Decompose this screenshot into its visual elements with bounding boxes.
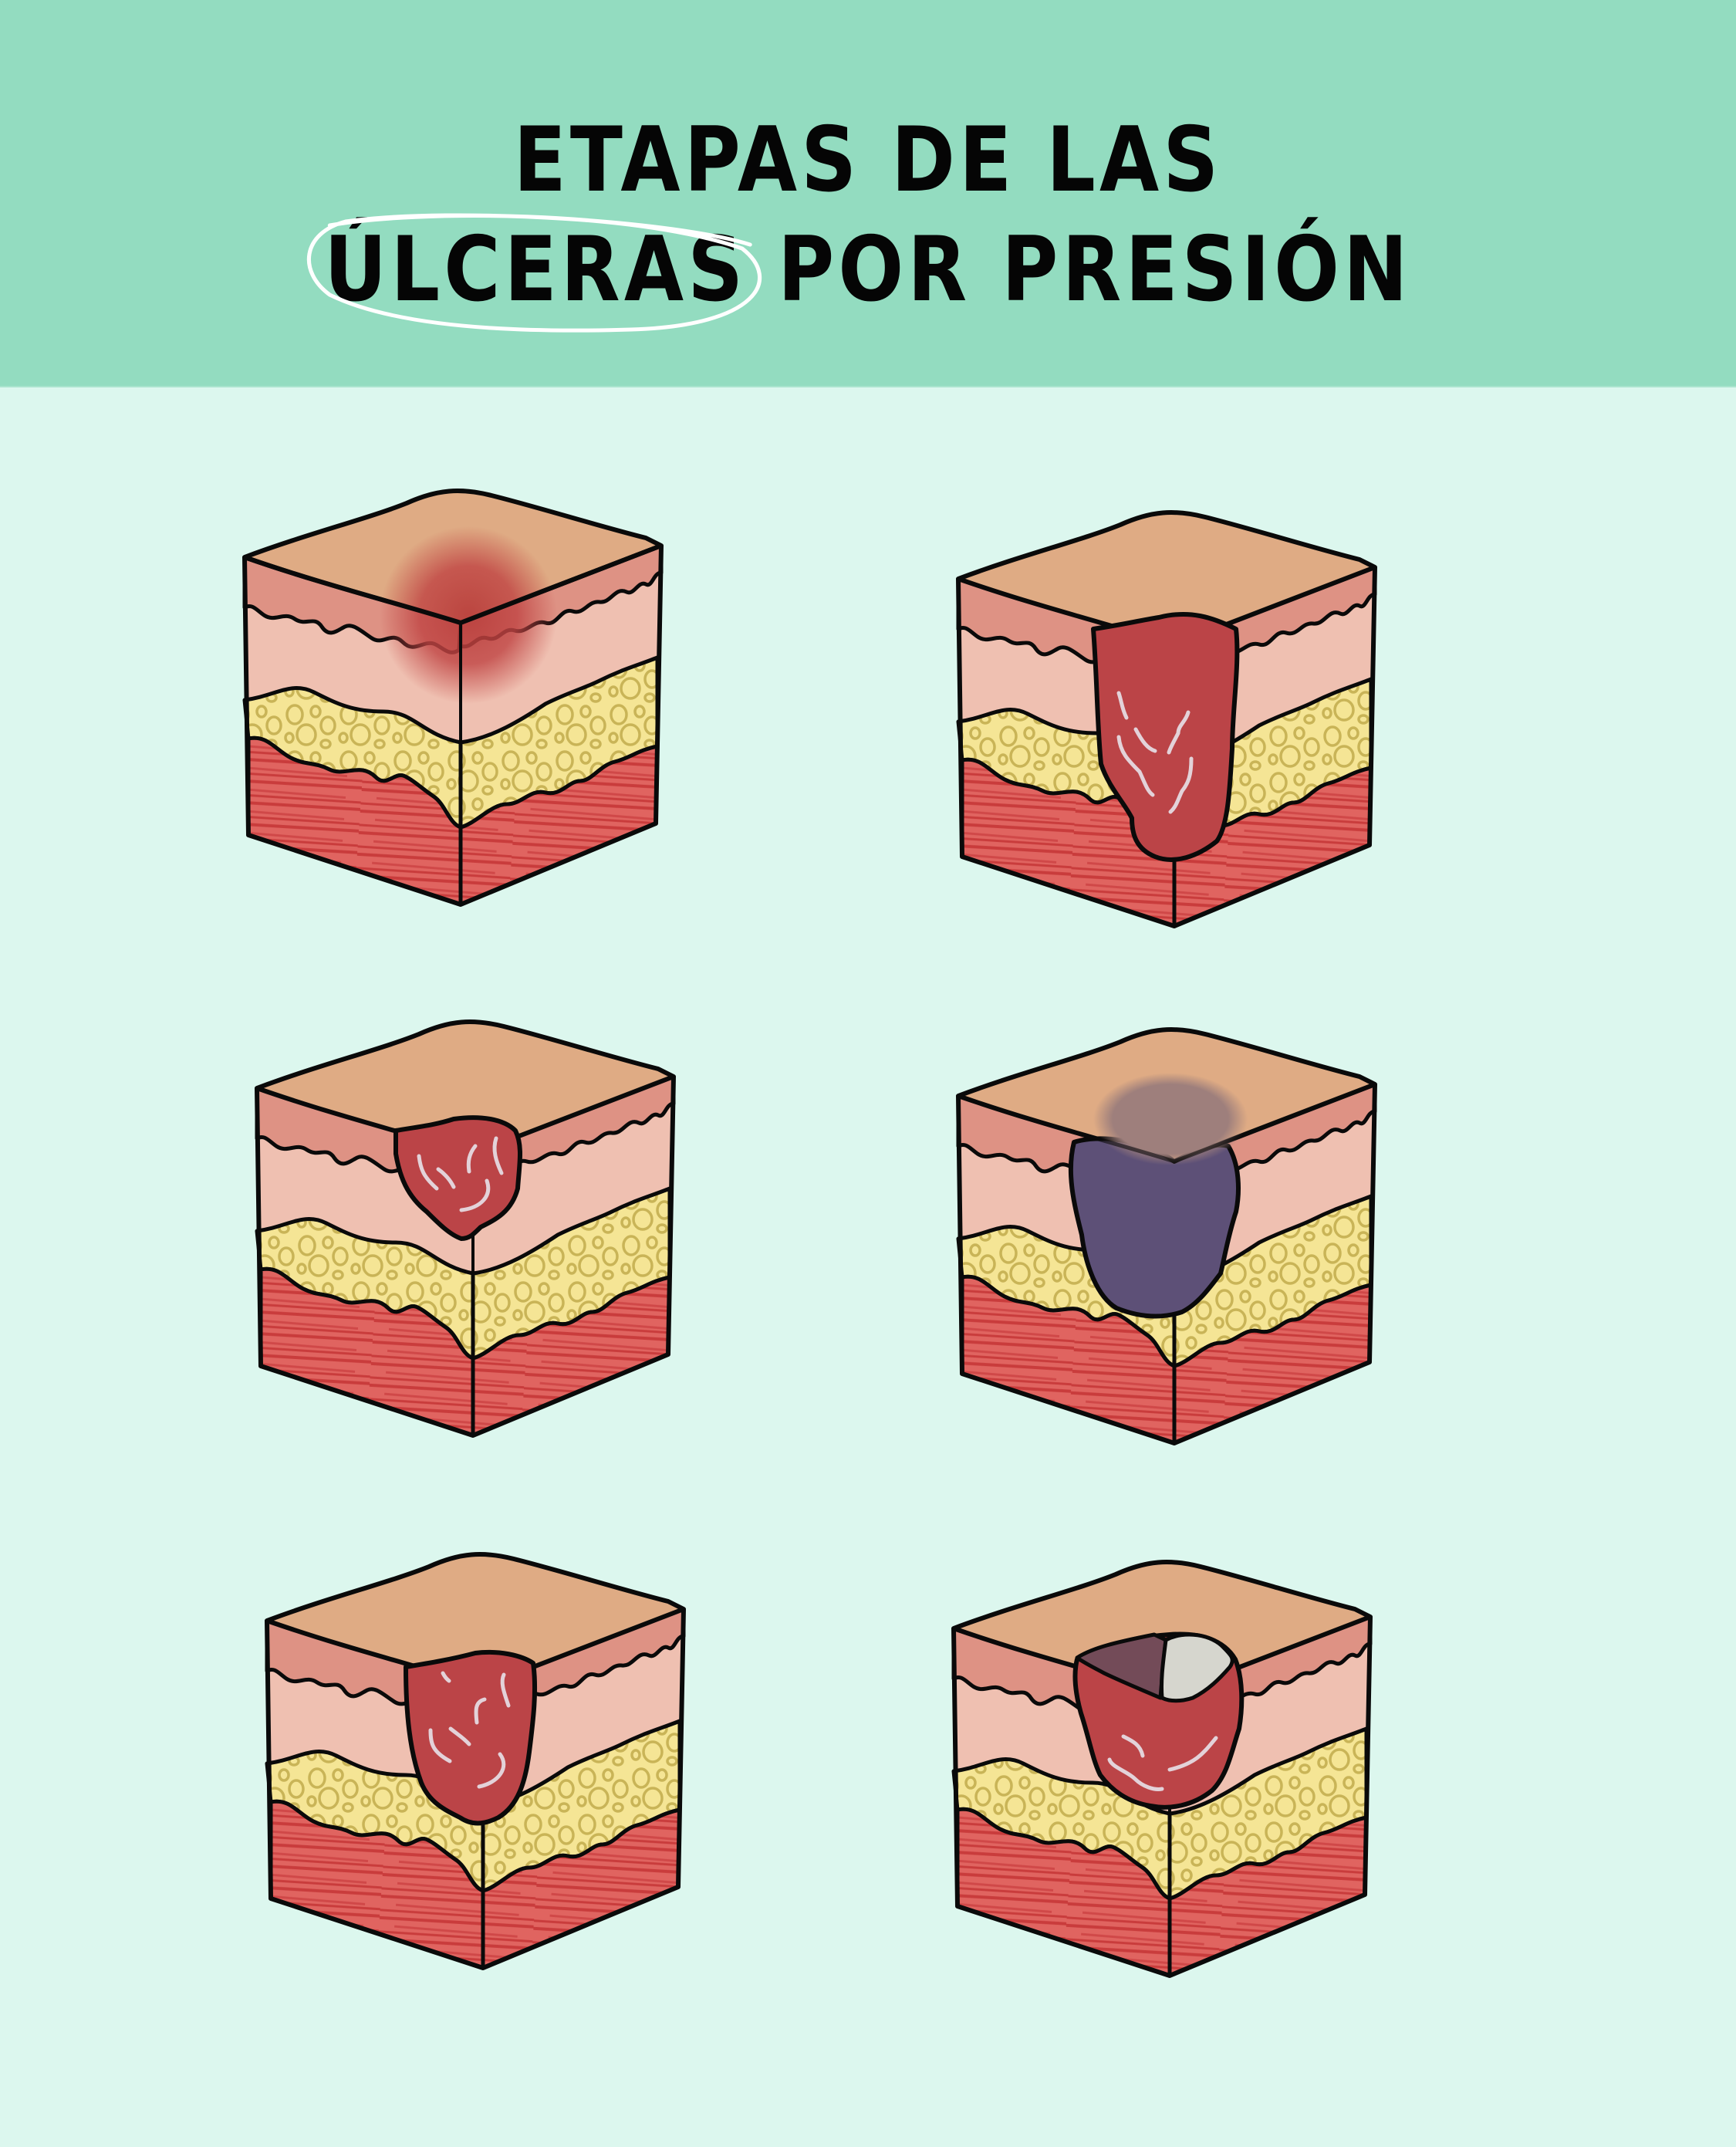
title-words-por-presion: POR PRESIÓN [747, 218, 1412, 322]
page-title-line-2: ÚLCERAS POR PRESIÓN [122, 213, 1615, 333]
stage-2-partial-thickness-cube [241, 1003, 674, 1451]
hand-drawn-circle-icon [306, 213, 762, 333]
unstageable-cube [938, 1543, 1370, 1991]
title-word-ulceras: ÚLCERAS [324, 218, 748, 322]
page-title-line-1: ETAPAS DE LAS [513, 108, 1223, 212]
deep-tissue-injury-cube [943, 1011, 1375, 1459]
stage-1-erythema-cube [229, 472, 661, 920]
title-banner: ETAPAS DE LAS ÚLCERAS POR PRESIÓN [0, 0, 1736, 387]
stage-3-full-thickness-cube [943, 494, 1375, 942]
stage-3-wound-cube [252, 1536, 684, 1983]
circled-word: ÚLCERAS [306, 213, 762, 333]
